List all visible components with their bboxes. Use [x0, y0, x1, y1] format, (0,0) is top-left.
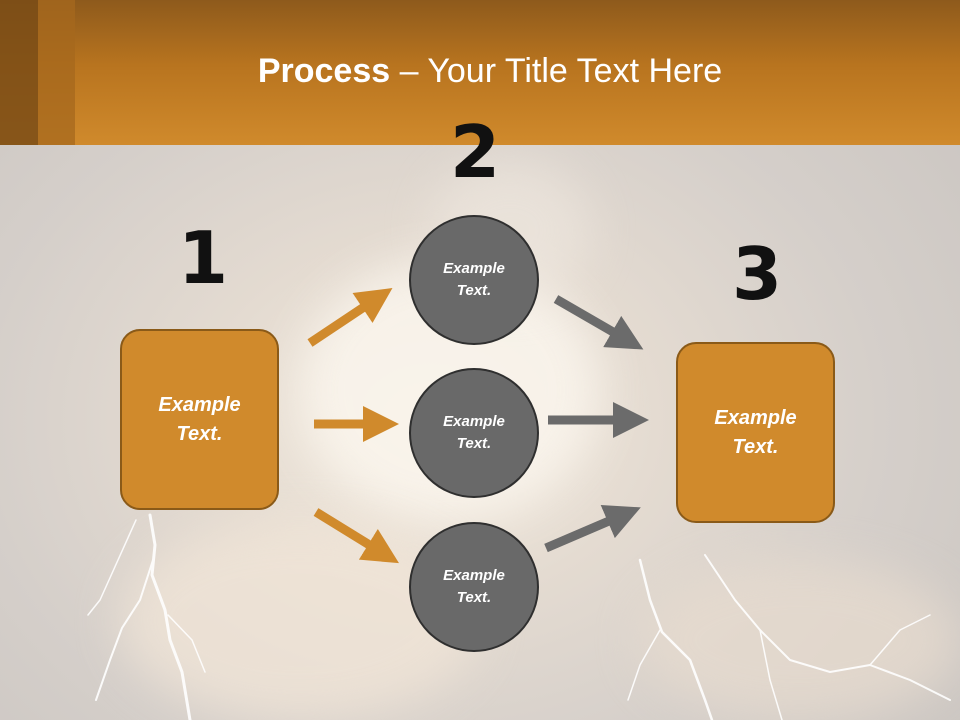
arrow-up-right-orange: [307, 288, 393, 347]
arrow-down-right-gray: [553, 295, 644, 350]
title-banner: [0, 0, 960, 145]
arrow-down-right-orange: [313, 508, 399, 564]
slide-title: Process – Your Title Text Here: [0, 52, 960, 91]
lightning-bolt: [704, 554, 951, 701]
header-accent-strip: [0, 0, 38, 145]
step-number-1: 1: [178, 216, 229, 300]
lightning-bolt: [759, 629, 783, 720]
step-number-2: 2: [450, 110, 501, 194]
title-rest: – Your Title Text Here: [390, 52, 723, 90]
lightning-bolt: [167, 614, 206, 673]
lightning-bolt: [87, 519, 137, 616]
lightning-bolt: [95, 559, 154, 701]
arrow-up-right-gray: [544, 505, 641, 553]
background-cloud: [640, 560, 960, 720]
header-accent-strip: [38, 0, 75, 145]
lightning-bolt: [627, 629, 661, 701]
lightning-bolt: [638, 558, 714, 720]
lightning-bolt: [148, 513, 192, 720]
lightning-bolt: [869, 614, 931, 666]
step-number-3: 3: [732, 232, 783, 316]
title-bold: Process: [257, 52, 391, 90]
